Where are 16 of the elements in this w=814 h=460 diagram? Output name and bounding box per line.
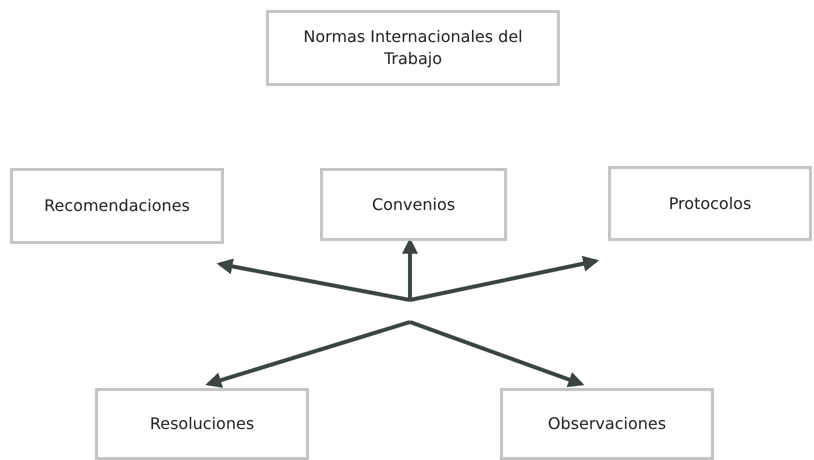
concept-box — [608, 166, 812, 241]
arrow — [410, 256, 600, 302]
arrow — [216, 258, 410, 302]
concept-box — [10, 168, 224, 244]
node-label: Convenios — [372, 194, 456, 216]
concept-box — [500, 388, 714, 460]
node-label: Resoluciones — [150, 413, 254, 435]
concept-box — [95, 388, 309, 460]
title-box — [266, 10, 560, 86]
node-label: Observaciones — [548, 413, 666, 435]
node-label: Protocolos — [668, 192, 752, 214]
node-label: Recomendaciones — [44, 195, 190, 217]
node-label: Normas Internacionales del Trabajo — [302, 26, 524, 70]
arrow — [205, 320, 411, 388]
arrow — [409, 320, 584, 388]
concept-box — [320, 168, 507, 241]
